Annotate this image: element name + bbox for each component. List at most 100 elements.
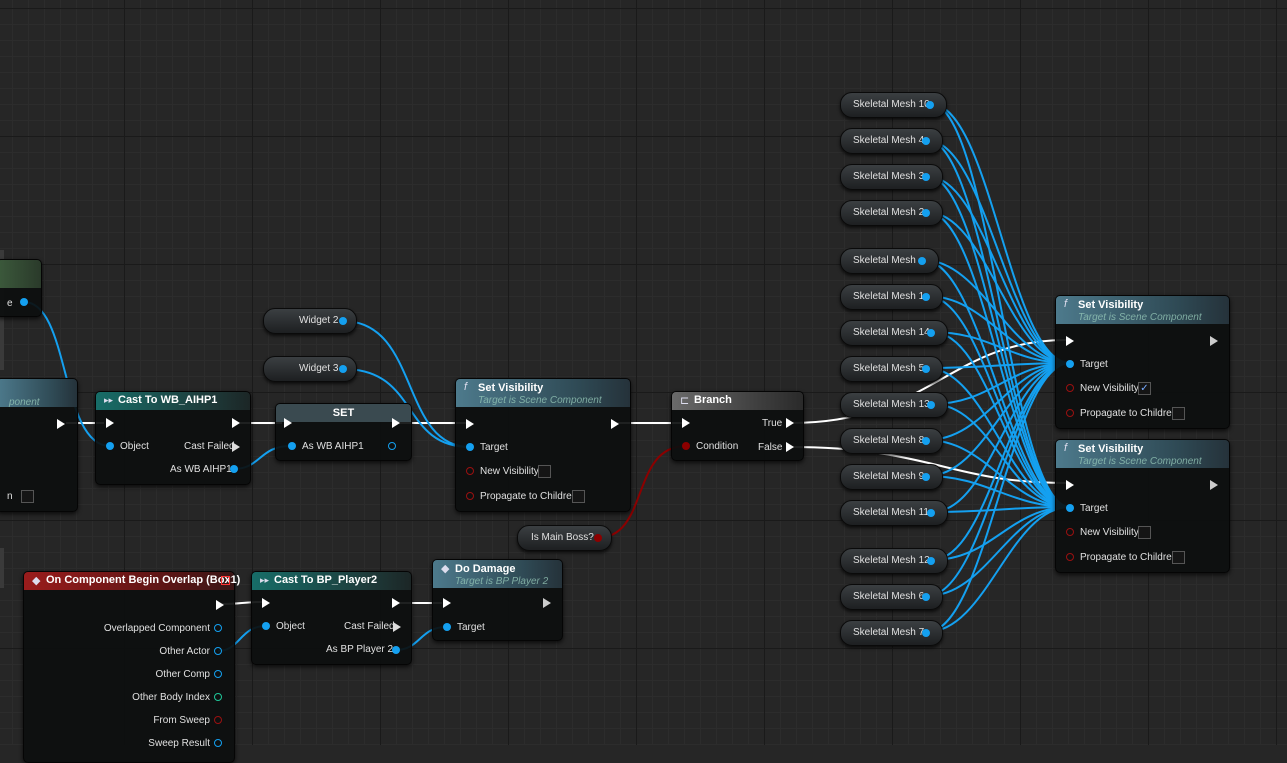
skeletal-mesh-output-pin[interactable] (922, 173, 930, 181)
skeletal-mesh-variable[interactable]: Skeletal Mesh 14 (840, 320, 948, 346)
exec-out-pin[interactable] (232, 418, 240, 428)
set-output-pin[interactable] (388, 442, 396, 450)
skeletal-mesh-output-pin[interactable] (922, 437, 930, 445)
as-player-output-pin[interactable] (392, 646, 400, 654)
setvis-subtitle: Target is Scene Component (478, 395, 602, 406)
skeletal-mesh-variable[interactable]: Skeletal Mesh (840, 248, 939, 274)
widget2-variable[interactable]: Widget 2 (263, 308, 357, 334)
exec-out-pin[interactable] (543, 598, 551, 608)
skeletal-mesh-output-pin[interactable] (922, 593, 930, 601)
set-node[interactable]: SET As WB AIHP1 (275, 403, 412, 461)
partial-node-mid[interactable]: ponent n (0, 378, 78, 512)
widget2-output-pin[interactable] (339, 317, 347, 325)
propagate-checkbox[interactable] (1172, 407, 1185, 420)
skeletal-mesh-output-pin[interactable] (922, 209, 930, 217)
cast-to-wb-node[interactable]: ▸▸ Cast To WB_AIHP1 Object Cast Failed A… (95, 391, 251, 485)
is-main-boss-variable[interactable]: Is Main Boss? (517, 525, 612, 551)
exec-out-pin[interactable] (1210, 336, 1218, 346)
condition-pin[interactable] (682, 442, 690, 450)
exec-out-pin[interactable] (1210, 480, 1218, 490)
skeletal-mesh-output-pin[interactable] (922, 473, 930, 481)
new-visibility-checkbox-checked[interactable]: ✓ (1138, 382, 1151, 395)
overlap-event-node[interactable]: ◆ On Component Begin Overlap (Box1) Over… (23, 571, 240, 763)
exec-out-pin[interactable] (216, 600, 224, 610)
skeletal-mesh-variable[interactable]: Skeletal Mesh 9 (840, 464, 943, 490)
exec-out-pin[interactable] (57, 419, 65, 429)
skeletal-mesh-output-pin[interactable] (927, 557, 935, 565)
skeletal-mesh-output-pin[interactable] (926, 101, 934, 109)
skeletal-mesh-output-pin[interactable] (918, 257, 926, 265)
target-input-pin[interactable] (466, 443, 474, 451)
skeletal-mesh-variable[interactable]: Skeletal Mesh 13 (840, 392, 948, 418)
exec-in-pin[interactable] (682, 418, 690, 428)
skeletal-mesh-variable[interactable]: Skeletal Mesh 4 (840, 128, 943, 154)
skeletal-mesh-variable[interactable]: Skeletal Mesh 11 (840, 500, 948, 526)
propagate-checkbox[interactable] (572, 490, 585, 503)
exec-out-pin[interactable] (392, 418, 400, 428)
exec-in-pin[interactable] (1066, 480, 1074, 490)
exec-in-pin[interactable] (284, 418, 292, 428)
skeletal-mesh-variable[interactable]: Skeletal Mesh 1 (840, 284, 943, 310)
cast-to-player-node[interactable]: ▸▸ Cast To BP_Player2 Object Cast Failed… (251, 571, 412, 665)
sweep-result-pin[interactable] (214, 739, 222, 747)
skeletal-mesh-output-pin[interactable] (927, 401, 935, 409)
skeletal-mesh-output-pin[interactable] (922, 293, 930, 301)
do-damage-node[interactable]: ◆ Do Damage Target is BP Player 2 Target (432, 559, 563, 641)
skeletal-mesh-variable[interactable]: Skeletal Mesh 8 (840, 428, 943, 454)
partial-checkbox[interactable] (21, 490, 34, 503)
false-exec-pin[interactable] (786, 442, 794, 452)
overlapped-component-pin[interactable] (214, 624, 222, 632)
propagate-pin[interactable] (466, 492, 474, 500)
from-sweep-pin[interactable] (214, 716, 222, 724)
set-visibility-true-node[interactable]: f Set Visibility Target is Scene Compone… (1055, 295, 1230, 429)
propagate-pin[interactable] (1066, 553, 1074, 561)
other-actor-pin[interactable] (214, 647, 222, 655)
cast-failed-pin[interactable] (393, 622, 401, 632)
skeletal-mesh-variable[interactable]: Skeletal Mesh 12 (840, 548, 948, 574)
widget3-variable[interactable]: Widget 3 (263, 356, 357, 382)
skeletal-mesh-variable[interactable]: Skeletal Mesh 2 (840, 200, 943, 226)
exec-in-pin[interactable] (466, 419, 474, 429)
exec-out-pin[interactable] (611, 419, 619, 429)
exec-in-pin[interactable] (1066, 336, 1074, 346)
exec-in-pin[interactable] (443, 598, 451, 608)
skeletal-mesh-output-pin[interactable] (927, 509, 935, 517)
skeletal-mesh-output-pin[interactable] (927, 329, 935, 337)
skeletal-mesh-variable[interactable]: Skeletal Mesh 6 (840, 584, 943, 610)
target-input-pin[interactable] (1066, 504, 1074, 512)
skeletal-mesh-variable[interactable]: Skeletal Mesh 5 (840, 356, 943, 382)
new-visibility-pin[interactable] (466, 467, 474, 475)
skeletal-mesh-output-pin[interactable] (922, 365, 930, 373)
skeletal-mesh-variable[interactable]: Skeletal Mesh 3 (840, 164, 943, 190)
object-input-pin[interactable] (262, 622, 270, 630)
exec-in-pin[interactable] (262, 598, 270, 608)
skeletal-mesh-variable[interactable]: Skeletal Mesh 10 (840, 92, 947, 118)
object-input-pin[interactable] (106, 442, 114, 450)
set-visibility-node[interactable]: f Set Visibility Target is Scene Compone… (455, 378, 631, 512)
skeletal-mesh-variable[interactable]: Skeletal Mesh 7 (840, 620, 943, 646)
propagate-checkbox[interactable] (1172, 551, 1185, 564)
other-comp-pin[interactable] (214, 670, 222, 678)
skeletal-mesh-output-pin[interactable] (922, 629, 930, 637)
branch-node[interactable]: ⊏ Branch True Condition False (671, 391, 804, 461)
new-visibility-pin[interactable] (1066, 528, 1074, 536)
other-body-index-pin[interactable] (214, 693, 222, 701)
as-wb-output-pin[interactable] (230, 465, 238, 473)
as-wb-input-pin[interactable] (288, 442, 296, 450)
exec-out-pin[interactable] (392, 598, 400, 608)
new-visibility-checkbox[interactable] (1138, 526, 1151, 539)
partial-node-top[interactable]: e (0, 259, 42, 317)
partial-output-pin[interactable] (20, 298, 28, 306)
propagate-pin[interactable] (1066, 409, 1074, 417)
new-visibility-checkbox[interactable] (538, 465, 551, 478)
set-visibility-false-node[interactable]: f Set Visibility Target is Scene Compone… (1055, 439, 1230, 573)
exec-in-pin[interactable] (106, 418, 114, 428)
cast-failed-pin[interactable] (232, 442, 240, 452)
target-input-pin[interactable] (1066, 360, 1074, 368)
true-exec-pin[interactable] (786, 418, 794, 428)
new-visibility-pin[interactable] (1066, 384, 1074, 392)
widget3-output-pin[interactable] (339, 365, 347, 373)
skeletal-mesh-output-pin[interactable] (922, 137, 930, 145)
target-input-pin[interactable] (443, 623, 451, 631)
is-main-boss-pin[interactable] (594, 534, 602, 542)
